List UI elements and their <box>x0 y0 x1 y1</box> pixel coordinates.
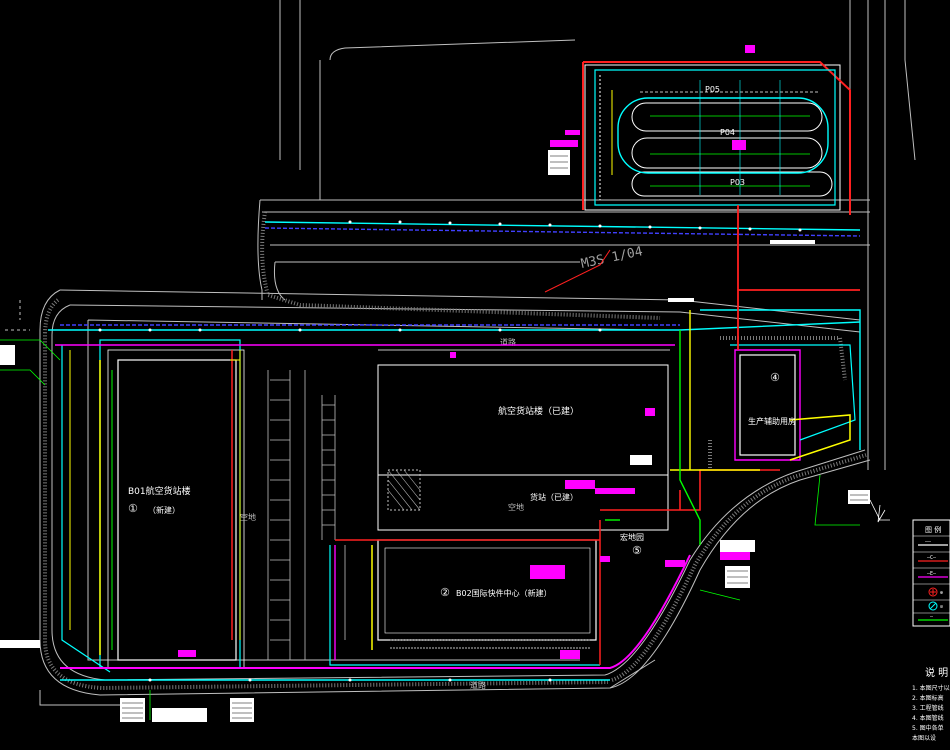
space-label: 空地 <box>240 512 256 522</box>
note-box-lines <box>122 155 868 719</box>
tree-symbol <box>869 499 890 523</box>
space-label-2: 空地 <box>508 502 524 512</box>
building3-name: 航空货站楼（已建） <box>498 405 579 417</box>
road-south-label: 道路 <box>470 680 486 690</box>
manhole-markers <box>98 220 802 682</box>
notes-line-5: 5. 图中各单 <box>912 724 944 732</box>
note-boxes <box>0 150 870 722</box>
legend-item-1: —— <box>925 539 932 545</box>
notes-title: 说 明 <box>925 666 948 679</box>
notes-line-1: 1. 本图尺寸以 <box>912 684 950 692</box>
legend-title: 图 例 <box>925 525 941 534</box>
notes-line-3: 3. 工程管线 <box>912 704 944 712</box>
notes-line-6: 本图以设 <box>912 734 936 742</box>
building1-sub: （新建） <box>148 505 180 515</box>
pipelines <box>48 205 861 681</box>
parking-label-top: P05 <box>705 85 720 94</box>
legend-item-labels: —— —C— —E— ⊕ ⊘ — <box>925 539 943 620</box>
building-b02 <box>329 520 601 666</box>
building4-name: 生产辅助用房 <box>748 416 796 426</box>
building4-number: ④ <box>770 371 780 384</box>
road-north-label: 道路 <box>500 337 516 347</box>
legend-table: 图 例 <box>912 519 950 627</box>
legend-item-4: ⊕ <box>940 590 943 596</box>
building1-name: B01航空货站楼 <box>128 485 191 497</box>
building3-sub: 货站（已建） <box>530 492 578 502</box>
building-aux <box>730 344 856 461</box>
curb-bands <box>43 211 867 691</box>
notes-line-2: 2. 本图标高 <box>912 694 944 702</box>
building2-number: ② <box>440 586 450 599</box>
building1-number: ① <box>128 502 138 515</box>
leaders <box>0 339 860 720</box>
building2-name: B02国际快件中心（新建） <box>456 588 552 598</box>
parking-label-bot: P03 <box>730 178 745 187</box>
notes-block: 说 明 1. 本图尺寸以 2. 本图标高 3. 工程管线 4. 本图管线 5. … <box>912 666 950 742</box>
legend-item-2: —C— <box>927 555 937 561</box>
building5-name: 宏地园 <box>620 532 644 542</box>
legend-item-6: — <box>930 614 934 620</box>
building-existing <box>377 349 670 531</box>
parking-label-mid: P04 <box>720 128 735 137</box>
building5-number: ⑤ <box>632 544 642 557</box>
parking-lot-north <box>582 61 851 215</box>
legend-item-5: ⊘ <box>940 604 943 610</box>
notes-line-4: 4. 本图管线 <box>912 714 944 722</box>
legend-item-3: —E— <box>927 571 937 577</box>
ramps <box>267 370 336 660</box>
annotation-tags <box>178 45 755 659</box>
